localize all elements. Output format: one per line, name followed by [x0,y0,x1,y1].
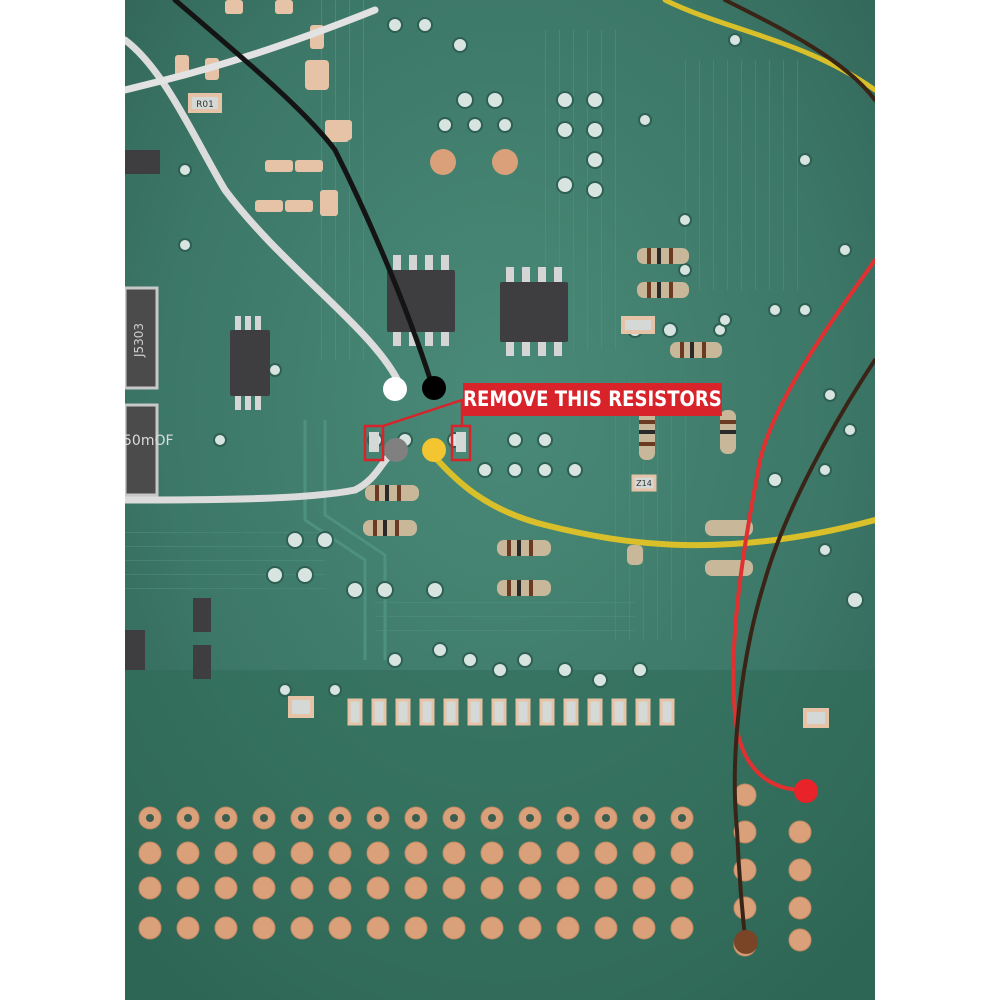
label-cap-marking: 50mOF [125,433,174,449]
label-z14: Z14 [636,479,652,488]
capacitor-bottom [125,403,159,497]
ic-chips [125,150,568,679]
capacitor-top [125,286,159,390]
label-ic-marking: J5303 [132,323,146,358]
gray-wire-point [384,438,408,462]
annotation-label: REMOVE THIS RESISTORS [463,383,722,416]
label-r01: R01 [196,100,214,110]
brown-wire-point [734,930,758,954]
white-wire-point [383,377,407,401]
smd-z14 [631,474,657,492]
marker-dots [383,376,818,954]
through-hole-resistors [363,248,753,596]
yellow-wire-point [422,438,446,462]
smd-r01 [188,93,222,113]
red-wire-point [794,779,818,803]
annotation-markers [363,398,472,462]
marked-resistors [369,432,466,452]
pcb-photo: R01 Z14 J5303 50mOF [125,0,875,1000]
connector-pad-grid [138,783,812,957]
wires [125,0,875,944]
black-wire-point [422,376,446,400]
